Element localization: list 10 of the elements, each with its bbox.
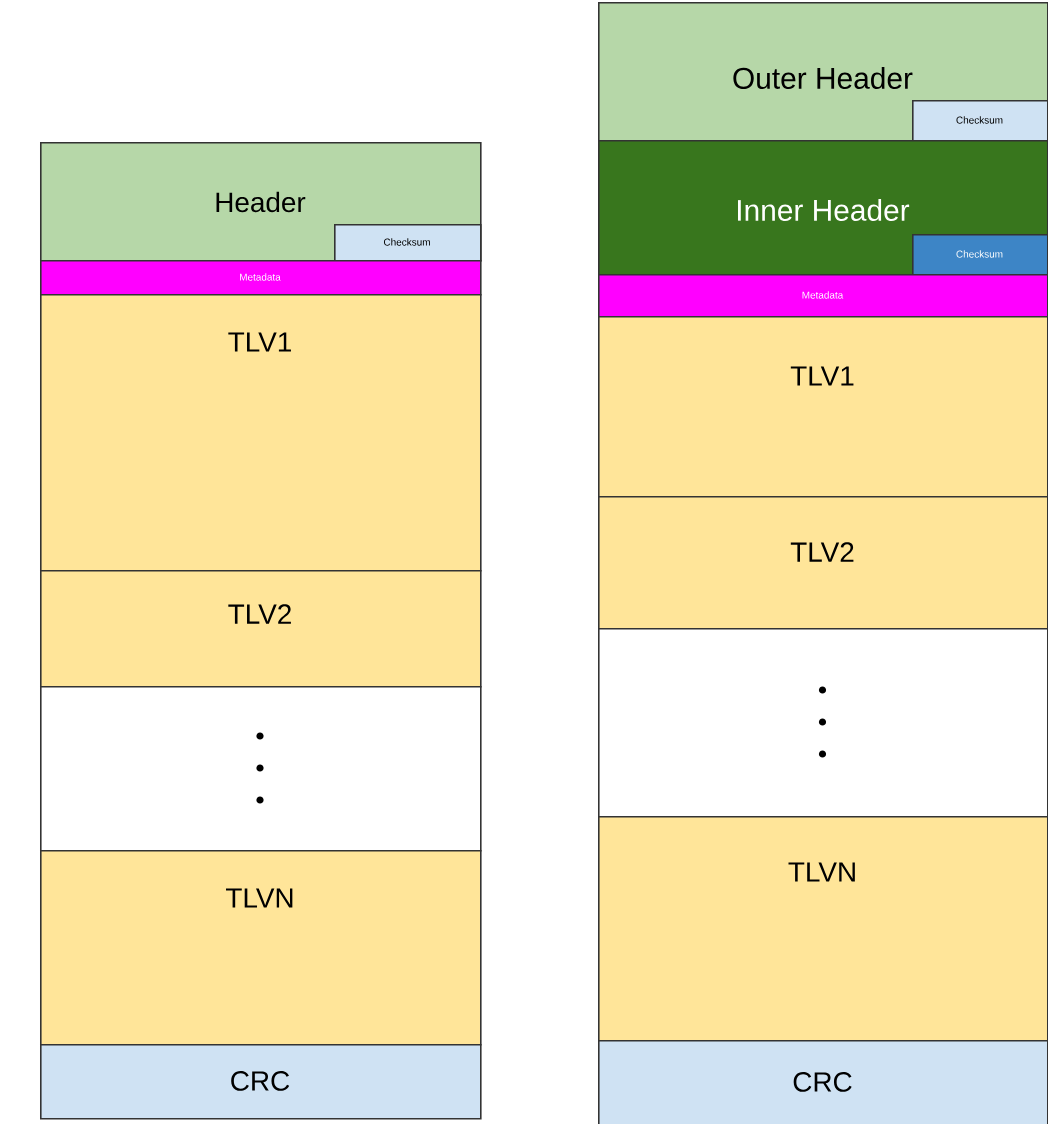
tlv-block: TLV1 xyxy=(598,316,1048,498)
crc-block: CRC xyxy=(598,1040,1048,1124)
ellipsis-block xyxy=(40,686,482,852)
tlv-block: TLVN xyxy=(40,850,482,1046)
tlv-block: TLVN xyxy=(598,816,1048,1042)
node-label: TLV1 xyxy=(790,366,854,386)
ellipsis-block xyxy=(598,628,1048,818)
tlv-block: TLV2 xyxy=(40,570,482,688)
tlv-block: TLV2 xyxy=(598,496,1048,630)
crc-block: CRC xyxy=(40,1044,482,1120)
